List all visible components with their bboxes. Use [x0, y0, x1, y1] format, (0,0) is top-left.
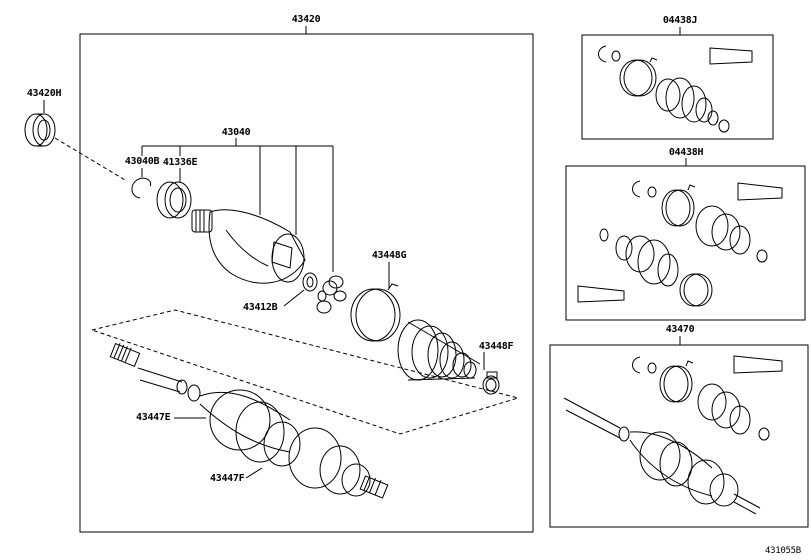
label-43040: 43040 — [221, 127, 251, 138]
band-43448g — [350, 283, 401, 342]
joint-43040-leaders — [141, 138, 334, 272]
seal-dashed-leader — [54, 137, 126, 181]
kit-04438j-parts — [598, 45, 753, 133]
label-43420h: 43420H — [26, 88, 62, 99]
snap-ring-43040b — [131, 177, 152, 199]
label-43420: 43420 — [291, 14, 321, 25]
label-41336e: 41336E — [162, 157, 198, 168]
assembly-43470-frame — [549, 344, 809, 528]
label-43470: 43470 — [665, 324, 695, 335]
kit-04438h-parts — [577, 180, 783, 307]
main-assembly-frame — [79, 33, 534, 533]
shaft-dashed-outline — [90, 309, 520, 435]
label-43412b: 43412B — [243, 302, 278, 313]
circlip-leader — [283, 289, 305, 307]
label-43447e: 43447E — [136, 412, 171, 423]
kit-04438j-frame — [581, 34, 774, 140]
label-04438j: 04438J — [662, 15, 698, 26]
label-04438h: 04438H — [668, 147, 704, 158]
clamp-43448f — [482, 371, 500, 395]
inner-boot — [397, 319, 481, 381]
label-43040b: 43040B — [124, 156, 160, 167]
tripod-spider — [316, 275, 347, 314]
ring-41336e — [156, 181, 192, 219]
circlip-43412b — [302, 272, 318, 292]
figure-code: 431055B — [765, 546, 801, 556]
label-43448f: 43448F — [478, 341, 514, 352]
label-43447f: 43447F — [210, 473, 245, 484]
assembly-43470-parts — [563, 355, 783, 515]
drive-shaft-assembly — [109, 342, 389, 499]
part-43447f-leader — [245, 467, 263, 479]
inboard-joint-housing — [191, 209, 306, 284]
label-43448g: 43448G — [371, 250, 407, 261]
seal-43420h — [24, 100, 56, 147]
